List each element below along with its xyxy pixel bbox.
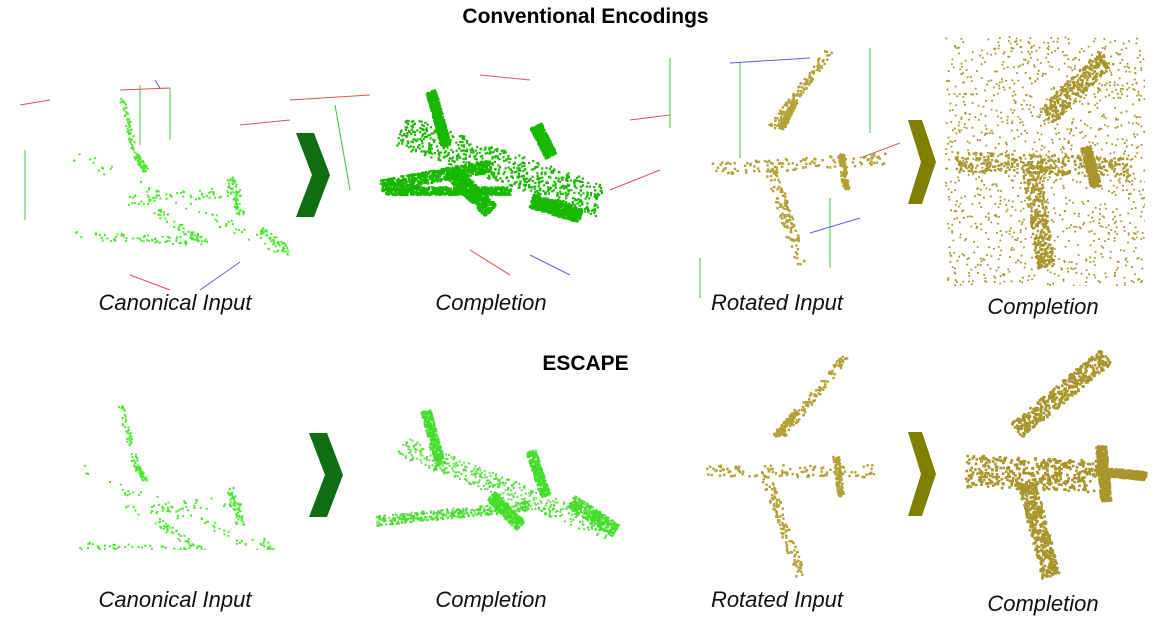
escape-completion-pointcloud xyxy=(376,409,620,540)
conventional-encodings-title: Conventional Encodings xyxy=(462,5,709,28)
conventional-canonical-input-panel xyxy=(20,50,290,290)
caption-completion-4: Completion xyxy=(987,591,1099,616)
conventional-noisy-completion-panel xyxy=(945,36,1145,286)
caption-rotated-input-1: Rotated Input xyxy=(710,290,844,315)
conventional-completion-panel xyxy=(280,50,670,290)
escape-rotated-input-pointcloud xyxy=(706,355,876,578)
escape-olive-chevron-right-icon xyxy=(904,432,938,516)
noisy-completion-pointcloud xyxy=(945,36,1145,286)
escape-rotated-input-panel xyxy=(695,350,895,580)
escape-clean-completion-pointcloud xyxy=(964,350,1148,580)
caption-completion-3: Completion xyxy=(435,587,547,612)
escape-completion-olive-panel xyxy=(955,350,1155,580)
caption-canonical-input-1: Canonical Input xyxy=(98,290,252,315)
conventional-completion-pointcloud xyxy=(289,74,670,276)
escape-canonical-input-panel xyxy=(40,400,300,550)
caption-completion-2: Completion xyxy=(987,294,1099,319)
caption-canonical-input-3: Canonical Input xyxy=(98,587,252,612)
conventional-olive-chevron-right-icon xyxy=(904,120,938,204)
escape-canonical-input-pointcloud xyxy=(79,405,277,550)
rotated-input-pointcloud xyxy=(669,48,900,298)
conventional-rotated-input-panel xyxy=(660,38,900,298)
caption-completion-1: Completion xyxy=(435,290,547,315)
escape-green-chevron-right-icon xyxy=(305,433,345,517)
conventional-green-chevron-right-icon xyxy=(292,133,332,217)
escape-title: ESCAPE xyxy=(542,352,629,375)
caption-rotated-input-3: Rotated Input xyxy=(710,587,844,612)
canonical-input-pointcloud xyxy=(20,79,290,290)
escape-completion-panel xyxy=(370,405,620,545)
